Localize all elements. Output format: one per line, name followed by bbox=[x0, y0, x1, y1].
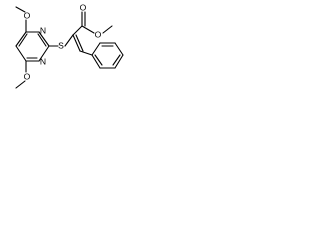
bond-alkene-to-phenyl bbox=[79, 50, 93, 56]
pyrimidine-ring bbox=[15, 31, 50, 62]
bond-s-to-alkene bbox=[64, 34, 74, 47]
chemical-structure: O O N N S O O bbox=[0, 0, 155, 98]
bond-phenyl-inner-2 bbox=[112, 54, 121, 66]
bond-ring-inner-3 bbox=[37, 33, 47, 47]
bond-phenyl-1 bbox=[91, 42, 101, 56]
bond-ring-5 bbox=[38, 31, 50, 47]
bond-ring-1 bbox=[15, 31, 27, 47]
bond-alkene-double-1 bbox=[72, 34, 81, 52]
methoxy-bottom: O bbox=[15, 60, 31, 89]
bond-ring-inner-1 bbox=[18, 33, 28, 47]
thioether-linker: S bbox=[48, 34, 74, 50]
background bbox=[0, 0, 155, 98]
methoxy-top: O bbox=[15, 6, 31, 33]
bond-carbonyl-to-ester-oxygen bbox=[81, 25, 95, 34]
bond-alkene-double-2 bbox=[75, 34, 84, 52]
bond-phenyl-inner-3 bbox=[94, 54, 103, 66]
bond-methoxy-top-2 bbox=[15, 6, 26, 13]
atom-nitrogen-upper: N bbox=[40, 25, 46, 35]
atom-ester-oxygen: O bbox=[95, 29, 102, 39]
atom-oxygen-bottom: O bbox=[24, 71, 31, 81]
bond-ester-methyl bbox=[102, 25, 113, 34]
atom-carbonyl-oxygen: O bbox=[80, 2, 87, 12]
acrylate-group: O O bbox=[72, 2, 113, 56]
bond-phenyl-4 bbox=[114, 54, 124, 69]
bond-methoxy-bottom-2 bbox=[15, 80, 26, 89]
bond-ring-2 bbox=[15, 45, 27, 62]
bond-alkene-to-carbonyl bbox=[72, 25, 83, 36]
bond-phenyl-6 bbox=[91, 54, 101, 69]
structure-canvas: O O N N S O O bbox=[0, 0, 155, 98]
bond-ring-4 bbox=[38, 45, 50, 62]
atom-oxygen-top: O bbox=[24, 10, 31, 20]
bond-phenyl-3 bbox=[114, 42, 124, 56]
atom-sulfur: S bbox=[58, 40, 64, 50]
phenyl-ring bbox=[91, 42, 124, 69]
atom-nitrogen-lower: N bbox=[40, 56, 46, 66]
